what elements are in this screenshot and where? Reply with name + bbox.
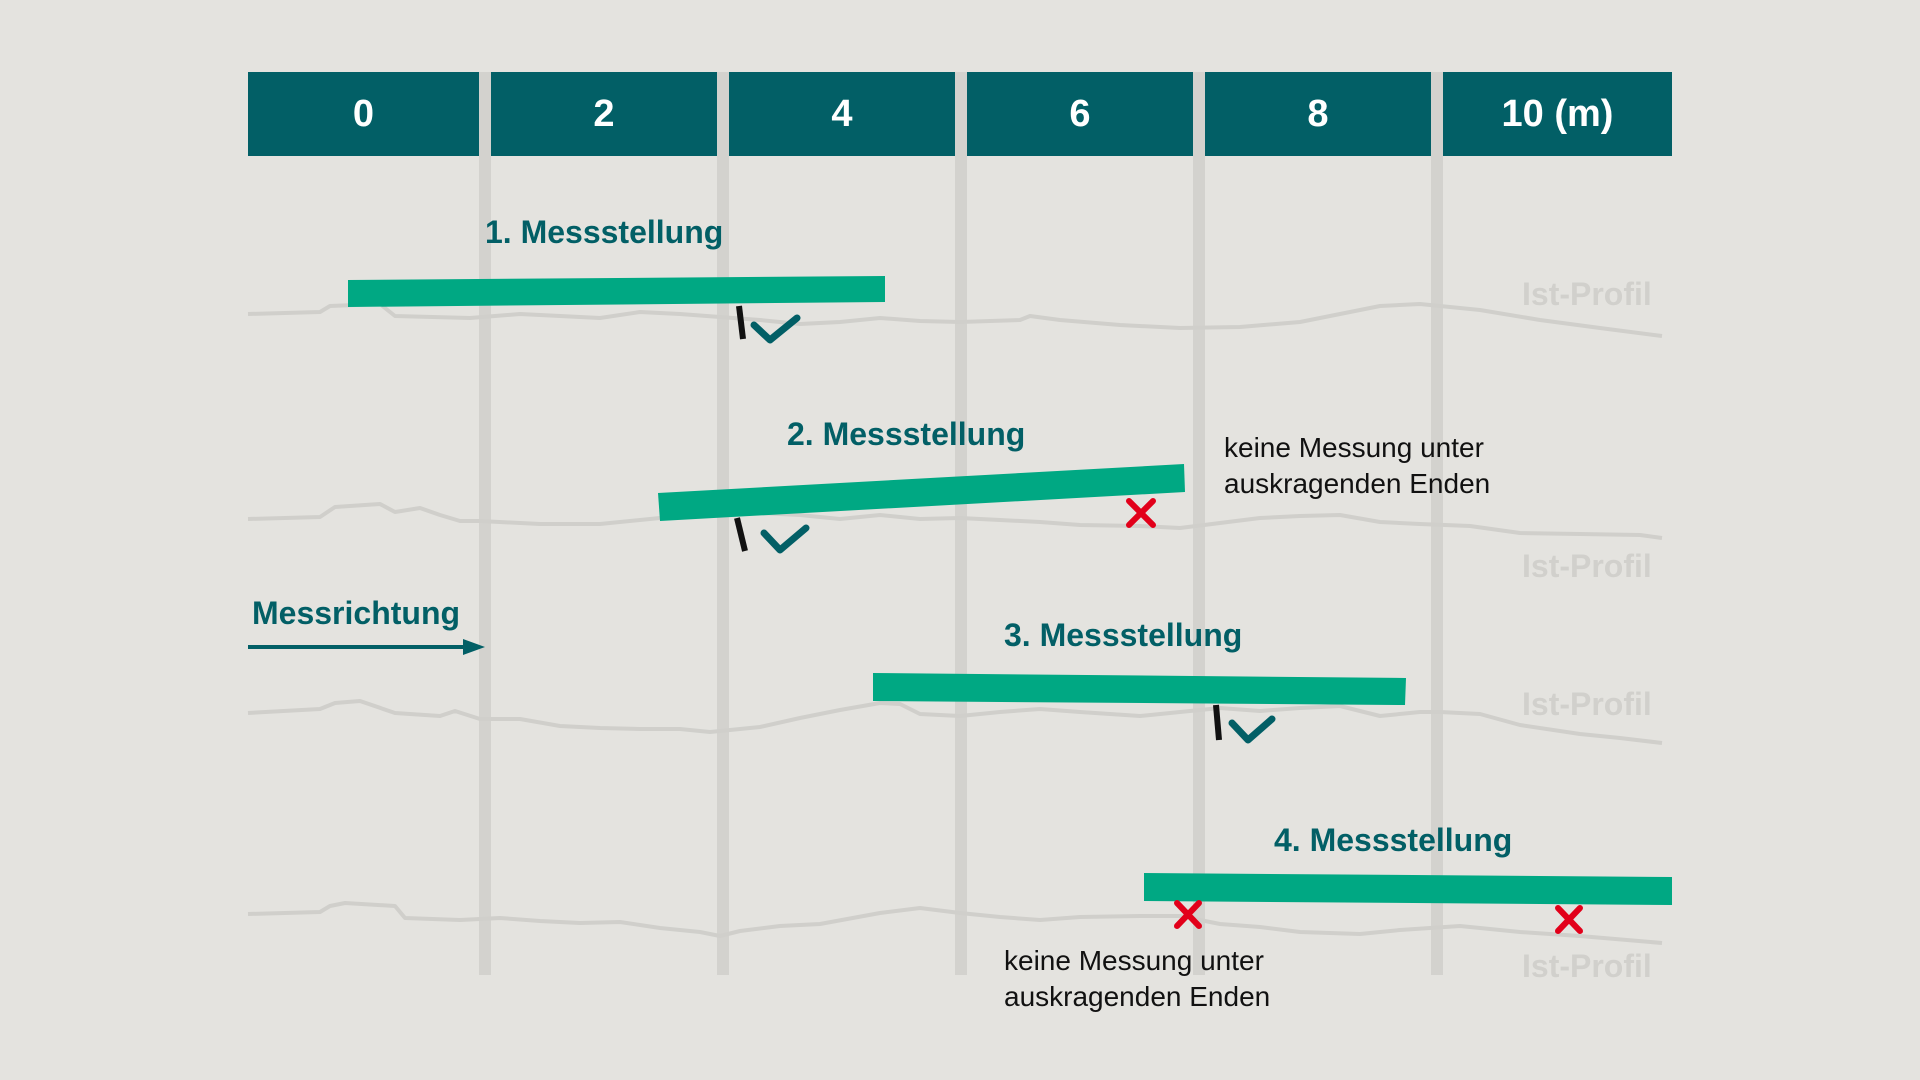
straightedge-2: [658, 464, 1185, 521]
direction-label: Messrichtung: [252, 595, 461, 631]
surface-profile-1: [247, 302, 1663, 338]
measurement-label-1: 1. Messstellung: [485, 214, 724, 250]
measurement-wedge: [734, 517, 748, 552]
measurement-wedge: [736, 305, 746, 340]
scale-tick-0: 0: [248, 72, 479, 156]
profile-label: Ist-Profil: [1522, 948, 1652, 984]
direction-arrow-head: [463, 639, 485, 655]
straightedge-3: [873, 673, 1406, 705]
scale-divider: [955, 72, 967, 975]
scale-tick-8: 8: [1205, 72, 1431, 156]
scale-tick-10: 10 (m): [1443, 72, 1672, 156]
surface-profile-3: [247, 699, 1663, 745]
profile-label: Ist-Profil: [1522, 686, 1652, 722]
straightedge-1: [348, 276, 885, 307]
surface-profile-4: [247, 901, 1663, 945]
straightedge-4: [1144, 873, 1672, 905]
scale-tick-4: 4: [729, 72, 955, 156]
cross-icon: [1555, 905, 1583, 934]
measurement-label-4: 4. Messstellung: [1274, 822, 1513, 858]
scale-tick-2: 2: [491, 72, 717, 156]
checkmark-icon: [750, 314, 801, 344]
surface-profile-2: [247, 502, 1663, 540]
measurement-wedge: [1213, 704, 1222, 741]
cross-icon: [1174, 900, 1202, 929]
overhang-note-lower: keine Messung unter auskragenden Enden: [1004, 945, 1271, 1012]
checkmark-icon: [1228, 715, 1276, 744]
scale-tick-6: 6: [967, 72, 1193, 156]
profile-label: Ist-Profil: [1522, 548, 1652, 584]
scale-divider: [1193, 72, 1205, 975]
checkmark-icon: [760, 524, 810, 554]
overhang-note-upper: keine Messung unter auskragenden Enden: [1224, 432, 1491, 499]
measurement-label-3: 3. Messstellung: [1004, 617, 1243, 653]
cross-icon: [1126, 498, 1156, 528]
measurement-label-2: 2. Messstellung: [787, 416, 1026, 452]
profile-label: Ist-Profil: [1522, 276, 1652, 312]
